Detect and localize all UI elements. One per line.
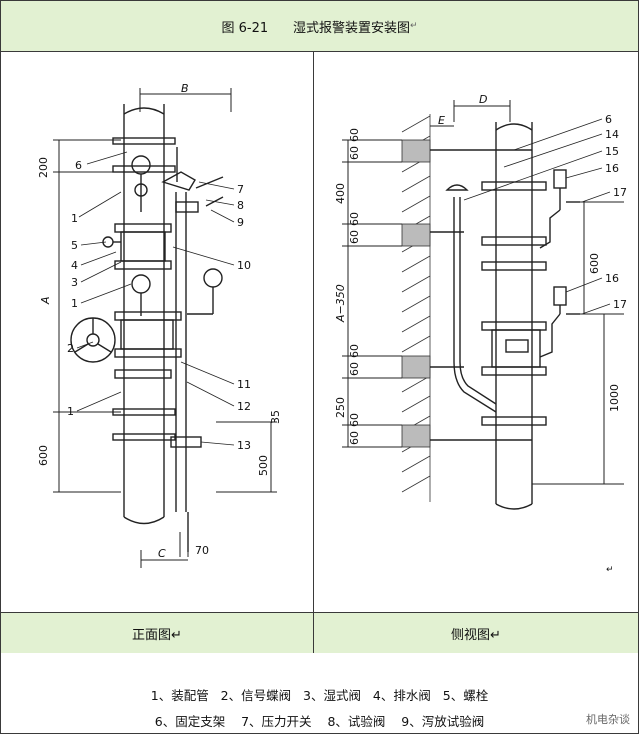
callout-1c: 1 xyxy=(67,405,74,418)
dim-60g: 60 xyxy=(348,431,361,445)
dim-C: C xyxy=(158,547,166,560)
figure-number: 图 6-21 xyxy=(221,20,269,36)
dim-60c: 60 xyxy=(348,230,361,244)
callout-4: 4 xyxy=(71,259,78,272)
dim-600: 600 xyxy=(37,445,50,466)
legend-row-2: 6、固定支架 7、压力开关 8、试验阀 9、泻放试验阀 xyxy=(154,714,485,729)
callout-5: 5 xyxy=(71,239,78,252)
dim-60d: 60 xyxy=(348,212,361,226)
legend-row-1: 1、装配管 2、信号蝶阀 3、湿式阀 4、排水阀 5、螺栓 xyxy=(150,688,489,703)
callout-8: 8 xyxy=(237,199,244,212)
callout-6: 6 xyxy=(75,159,82,172)
dim-400: 400 xyxy=(334,183,347,204)
callout-14: 14 xyxy=(605,128,619,141)
dim-200: 200 xyxy=(37,157,50,178)
callout-15: 15 xyxy=(605,145,619,158)
front-view-caption: 正面图↵ xyxy=(1,613,314,653)
dim-D: D xyxy=(479,93,487,106)
callout-9: 9 xyxy=(237,216,244,229)
callout-12: 12 xyxy=(237,400,251,413)
side-view-caption: 侧视图↵ xyxy=(451,627,501,643)
dim-E: E xyxy=(438,114,445,127)
callout-1: 1 xyxy=(71,212,78,225)
dim-60h: 60 xyxy=(348,413,361,427)
callout-2: 2 xyxy=(67,342,74,355)
dim-35: 35 xyxy=(269,410,282,424)
dim-600-side: 600 xyxy=(588,253,601,274)
callout-16b: 16 xyxy=(605,272,619,285)
dim-70: 70 xyxy=(195,544,209,557)
stray-return-mark: ↵ xyxy=(606,565,614,575)
dim-1000: 1000 xyxy=(608,384,621,412)
dim-500: 500 xyxy=(257,455,270,476)
callout-10: 10 xyxy=(237,259,251,272)
watermark: 机电杂谈 xyxy=(586,713,630,726)
dim-A: A xyxy=(39,296,52,305)
callout-3: 3 xyxy=(71,276,78,289)
dim-250: 250 xyxy=(334,397,347,418)
dim-B: B xyxy=(181,82,189,95)
callout-17: 17 xyxy=(613,186,627,199)
dim-60a: 60 xyxy=(348,146,361,160)
dim-60e: 60 xyxy=(348,362,361,376)
return-mark: ↵ xyxy=(409,21,418,31)
callout-7: 7 xyxy=(237,183,244,196)
dim-60b: 60 xyxy=(348,128,361,142)
callout-1b: 1 xyxy=(71,297,78,310)
callout-6-side: 6 xyxy=(605,113,612,126)
side-view-drawing: D E 60 60 400 60 60 A−350 60 60 250 60 6… xyxy=(334,93,627,575)
callout-16: 16 xyxy=(605,162,619,175)
legend: 1、装配管 2、信号蝶阀 3、湿式阀 4、排水阀 5、螺栓 6、固定支架 7、压… xyxy=(1,653,638,733)
front-view-drawing: B 200 A 600 500 35 C 70 6 1 5 4 3 1 2 1 … xyxy=(37,82,282,568)
dim-60f: 60 xyxy=(348,344,361,358)
figure-title-text: 湿式报警装置安装图 xyxy=(292,20,410,36)
dim-A-350: A−350 xyxy=(334,284,347,323)
callout-17b: 17 xyxy=(613,298,627,311)
callout-11: 11 xyxy=(237,378,251,391)
side-view-panel: D E 60 60 400 60 60 A−350 60 60 250 60 6… xyxy=(314,52,638,612)
front-view-panel: B 200 A 600 500 35 C 70 6 1 5 4 3 1 2 1 … xyxy=(1,52,314,612)
figure-title: 图 6-21 湿式报警装置安装图↵ xyxy=(1,1,638,52)
caption-row: 正面图↵ 侧视图↵ xyxy=(1,612,638,654)
callout-13: 13 xyxy=(237,439,251,452)
